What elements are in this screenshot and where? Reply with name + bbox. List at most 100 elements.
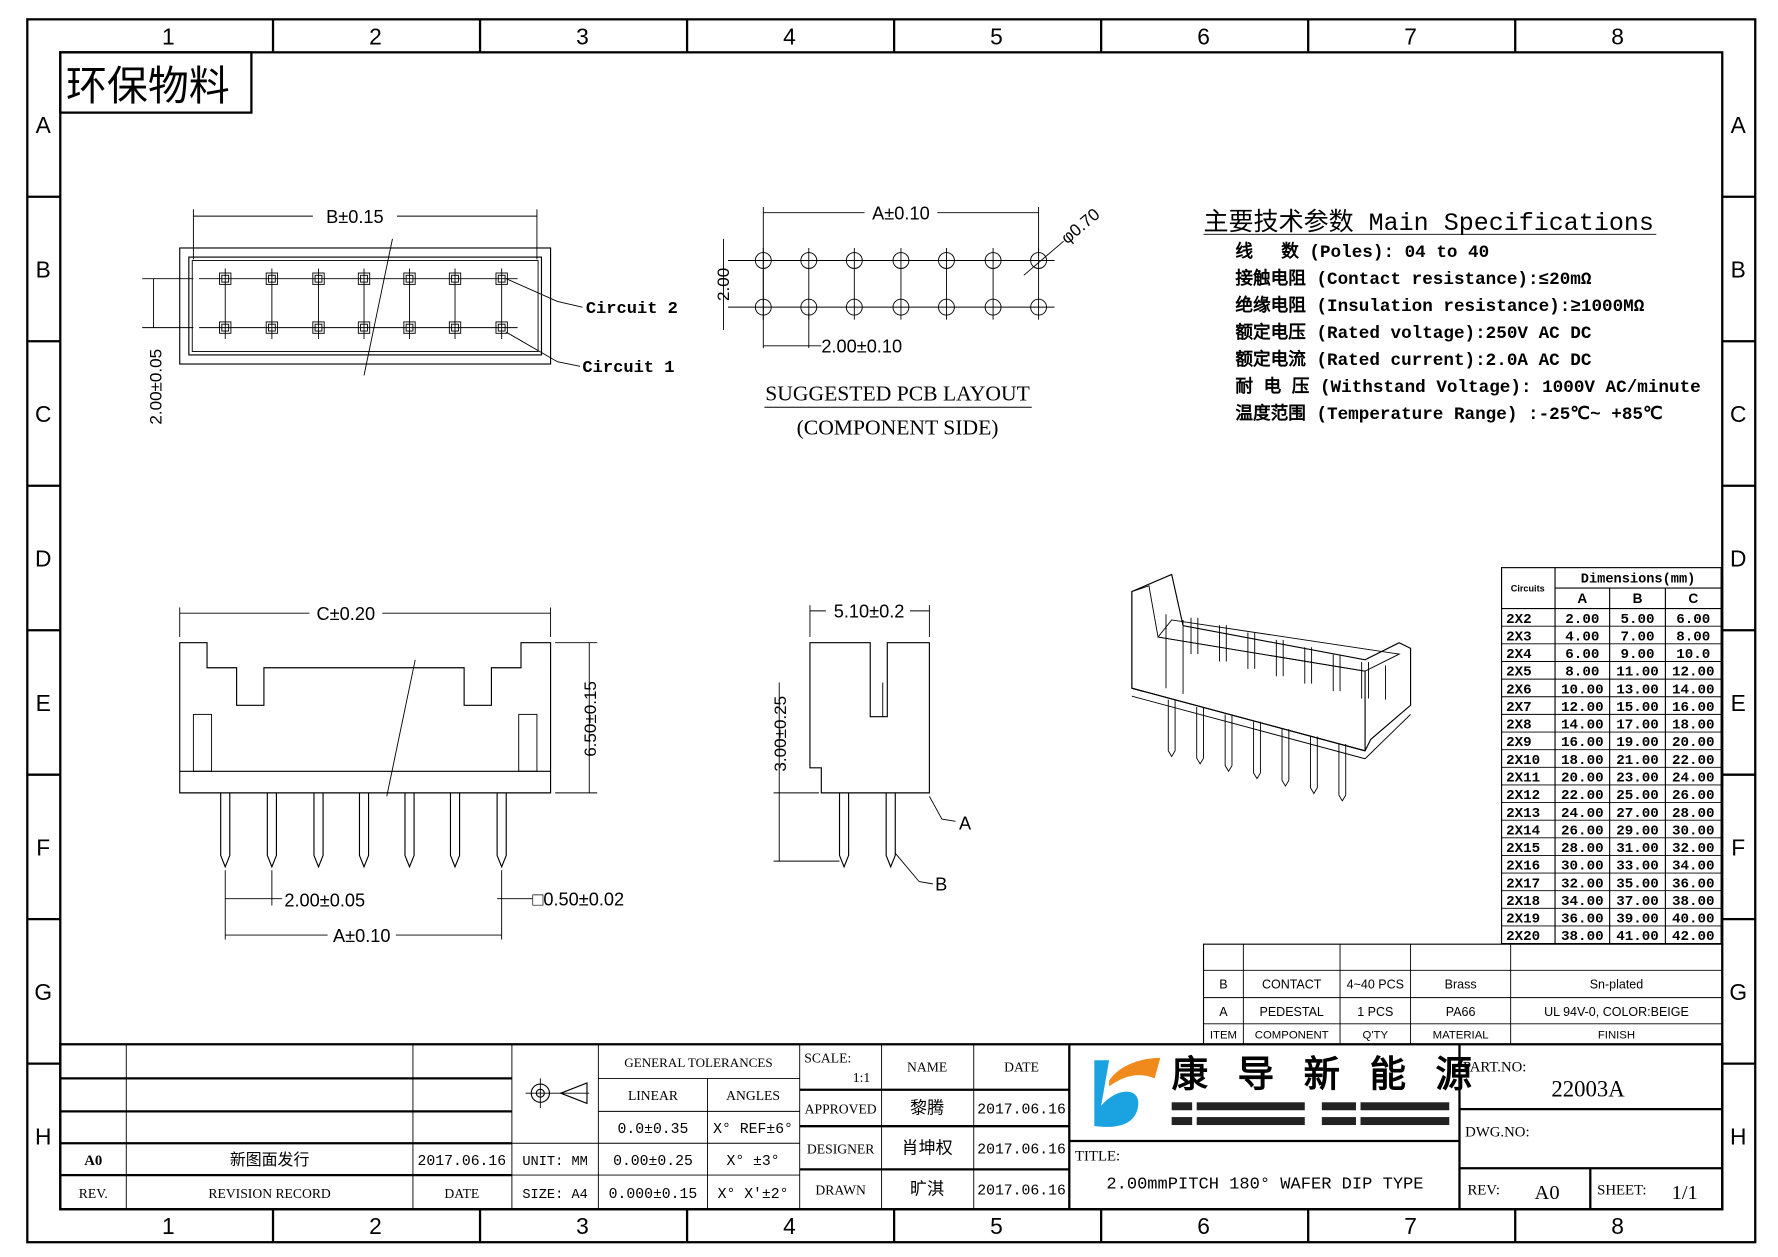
zone-column-label: 7 [1404, 1213, 1417, 1239]
table-cell: 16.00 [1561, 735, 1604, 751]
bom-header-cell: FINISH [1598, 1030, 1635, 1042]
pin [496, 792, 507, 869]
pcb-dim-a-label: A±0.10 [872, 204, 930, 224]
table-cell: 22.00 [1561, 788, 1604, 804]
name-header: NAME [907, 1060, 947, 1075]
table-cell-circuit: 2X6 [1506, 682, 1532, 698]
zone-column-label: 2 [369, 1213, 382, 1239]
zone-column-label: 1 [162, 1213, 175, 1239]
spec-line: 耐 电 压 (Withstand Voltage): 1000V AC/minu… [1235, 375, 1700, 398]
bom-cell: A [1219, 1005, 1228, 1019]
table-header-circuits: Circuits [1511, 584, 1545, 594]
pin [266, 792, 277, 869]
company-logo-swoosh-icon [1109, 1057, 1161, 1087]
main-specifications: 主要技术参数 Main Specifications 线 数 (Poles): … [1204, 208, 1701, 425]
iso-contact [1219, 625, 1227, 662]
table-cell: 38.00 [1672, 894, 1715, 910]
eco-material-stamp: 环保物料 [59, 51, 253, 114]
dim-c-label: C±0.20 [317, 604, 376, 624]
zone-row-label: A [36, 112, 52, 138]
zone-column-label: 2 [369, 23, 382, 49]
circuit-2-label: Circuit 2 [586, 300, 678, 319]
table-cell: 10.00 [1561, 682, 1604, 698]
table-cell: 14.00 [1561, 718, 1604, 734]
tolerances-angles: ANGLES [726, 1088, 780, 1103]
pcb-hole [1030, 252, 1048, 269]
revision-header-rev: REV. [79, 1186, 108, 1201]
zone-row-label: G [1729, 979, 1747, 1005]
revision-header-record: REVISION RECORD [208, 1186, 331, 1201]
company-contact-info [1321, 1117, 1356, 1126]
table-cell: 21.00 [1616, 753, 1659, 769]
bom-header-cell: MATERIAL [1433, 1030, 1489, 1042]
pcb-hole [892, 298, 910, 316]
zone-row-label: E [1731, 690, 1746, 716]
table-cell-circuit: 2X3 [1506, 629, 1532, 645]
table-cell: 42.00 [1672, 929, 1715, 945]
pcb-dim-row-label: 2.00 [714, 268, 733, 301]
company-contact-info [1360, 1102, 1450, 1111]
iso-contact [1361, 662, 1369, 699]
pcb-layout-view: A±0.10 2.00 2.00±0.10 φ0.70 SUGGESTED PC… [714, 202, 1103, 440]
isometric-view [1131, 573, 1412, 802]
drawing-title: 2.00mmPITCH 180° WAFER DIP TYPE [1106, 1176, 1423, 1195]
scale-value: 1:1 [853, 1070, 870, 1085]
iso-contact [1190, 617, 1199, 655]
bom-cell: 1 PCS [1357, 1005, 1393, 1019]
zone-row-label: D [1730, 546, 1746, 572]
table-cell: 20.00 [1672, 735, 1715, 751]
pcb-layout-subtitle: (COMPONENT SIDE) [797, 416, 999, 440]
signoff-name: 肖坤权 [902, 1138, 953, 1157]
table-cell: 29.00 [1616, 823, 1659, 839]
revision-header-date: DATE [444, 1186, 479, 1201]
spec-line: 温度范围 (Temperature Range) :-25℃~ +85℃ [1235, 402, 1663, 425]
table-cell: 25.00 [1616, 788, 1659, 804]
table-cell: 27.00 [1616, 806, 1659, 822]
table-cell-circuit: 2X12 [1506, 788, 1540, 804]
revision-code: A0 [84, 1153, 102, 1169]
table-cell-circuit: 2X15 [1506, 841, 1540, 857]
table-cell-circuit: 2X18 [1506, 894, 1540, 910]
table-cell-circuit: 2X4 [1506, 647, 1532, 663]
zone-column-label: 5 [990, 1213, 1003, 1239]
table-cell: 23.00 [1616, 771, 1659, 787]
bom-cell: B [1219, 978, 1227, 992]
zone-column-label: 7 [1404, 23, 1417, 49]
table-cell-circuit: 2X5 [1506, 665, 1532, 681]
table-cell: 9.00 [1620, 647, 1654, 663]
tolerance-angle-value: X° REF±6° [713, 1122, 793, 1138]
bom-cell: CONTACT [1262, 978, 1322, 992]
table-cell: 32.00 [1672, 841, 1715, 857]
company-name: 康导新能源 [1172, 1053, 1502, 1094]
iso-contact [1275, 639, 1284, 677]
table-cell: 12.00 [1672, 665, 1715, 681]
title-label: TITLE: [1075, 1148, 1120, 1164]
pin [885, 792, 896, 869]
table-cell: 38.00 [1561, 929, 1604, 945]
table-cell: 5.00 [1620, 612, 1654, 628]
table-cell: 8.00 [1565, 665, 1599, 681]
spec-line: 接触电阻 (Contact resistance):≤20mΩ [1235, 267, 1591, 290]
pcb-hole [845, 252, 863, 269]
company-contact-info [1321, 1102, 1356, 1111]
zone-row-label: B [36, 257, 51, 283]
table-cell: 26.00 [1672, 788, 1715, 804]
rev-label: REV: [1467, 1182, 1500, 1198]
table-cell: 24.00 [1561, 806, 1604, 822]
bom-cell: UL 94V-0, COLOR:BEIGE [1544, 1005, 1689, 1019]
pcb-hole [845, 298, 863, 316]
zone-column-label: 6 [1197, 23, 1210, 49]
zone-row-label: F [36, 834, 50, 860]
part-no-label: PART.NO: [1463, 1060, 1527, 1076]
tolerance-linear-value: 0.0±0.35 [618, 1122, 689, 1138]
table-cell: 15.00 [1616, 700, 1659, 716]
iso-pin [1338, 743, 1347, 802]
table-cell: 6.00 [1676, 612, 1710, 628]
signoff-date: 2017.06.16 [977, 1103, 1066, 1119]
iso-pin [1310, 736, 1318, 795]
table-cell: 8.00 [1676, 629, 1710, 645]
table-cell: 19.00 [1616, 735, 1659, 751]
zone-row-label: F [1731, 834, 1745, 860]
